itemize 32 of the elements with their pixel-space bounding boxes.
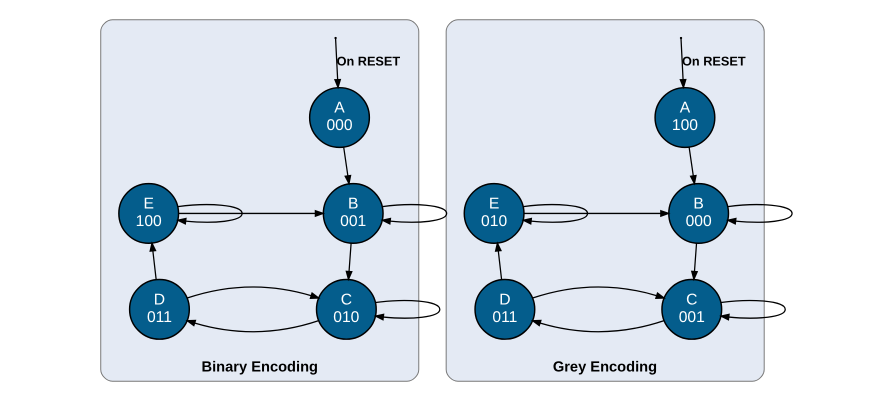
arrow (343, 147, 352, 186)
arrow (374, 300, 440, 321)
node-circle: D 011 (128, 278, 190, 340)
arrow (176, 204, 243, 225)
arrow (334, 38, 342, 90)
node-circle: C 010 (316, 278, 377, 340)
arrow (345, 243, 353, 282)
arrow (524, 210, 671, 218)
arrow (494, 241, 502, 280)
arrow (679, 38, 687, 90)
node-circle: E 100 (118, 182, 180, 244)
arrow (185, 320, 319, 332)
arrow (521, 204, 588, 225)
node-circle: B 000 (668, 182, 730, 244)
arrow (530, 320, 664, 332)
arrow (690, 243, 698, 282)
arrow (726, 204, 793, 225)
node-circle: D 011 (474, 278, 536, 340)
arrow (719, 300, 786, 321)
arrow (532, 286, 666, 299)
node-circle: A 000 (308, 86, 370, 148)
node-circle: C 001 (661, 278, 722, 340)
node-circle: A 100 (654, 86, 716, 148)
arrow (380, 204, 448, 225)
node-circle: E 010 (464, 182, 525, 244)
edge-label: On RESET (682, 54, 746, 69)
edge-label: On RESET (336, 54, 400, 69)
arrow (178, 210, 326, 218)
arrow (149, 241, 157, 280)
arrow (187, 286, 321, 299)
arrow (688, 147, 697, 186)
node-circle: B 001 (322, 182, 384, 244)
